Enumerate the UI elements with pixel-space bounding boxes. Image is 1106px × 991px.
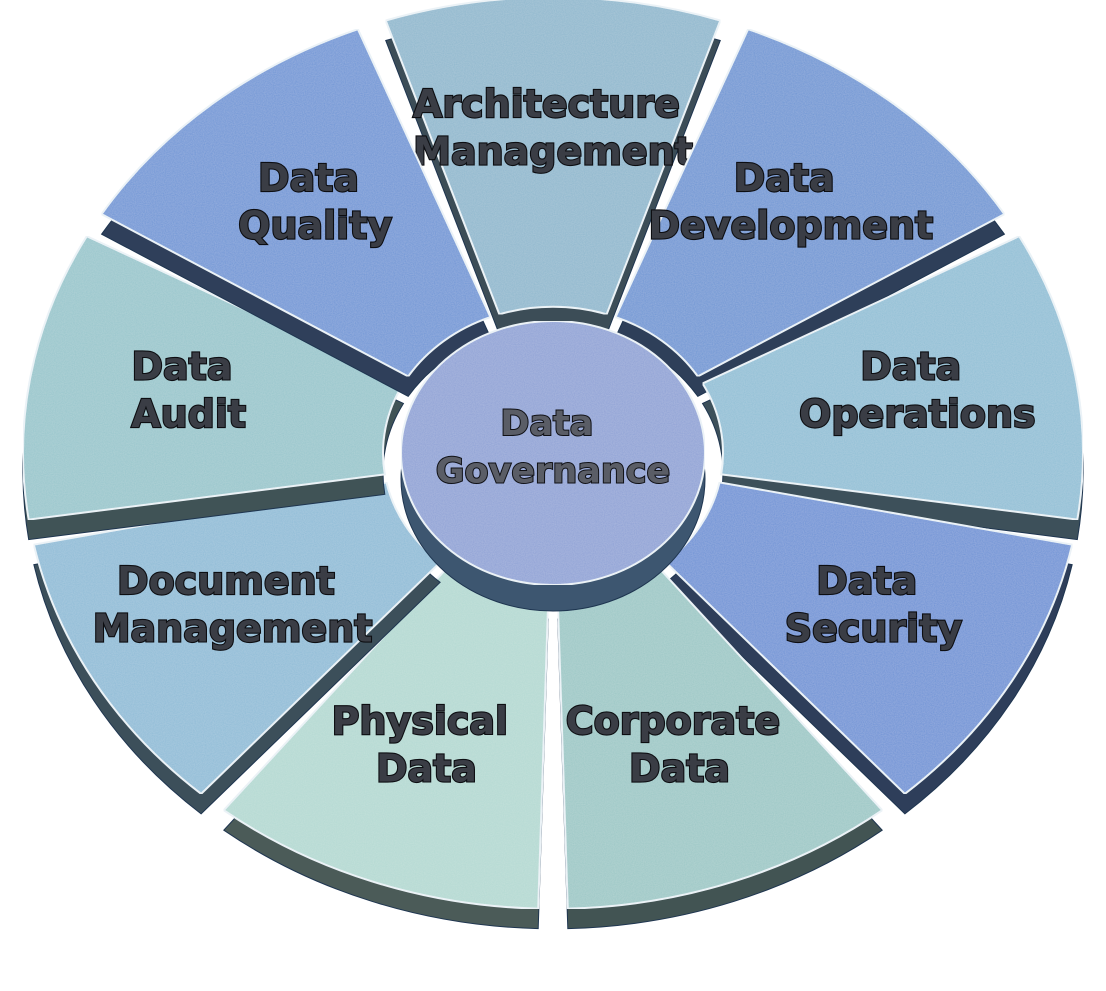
segment-corporate-label: Corporate Data — [566, 699, 794, 791]
segment-document-label-line2: Management — [93, 607, 373, 651]
segment-document-top — [32, 481, 442, 796]
segment-quality-label: Data Quality — [238, 156, 392, 248]
segment-architecture-label: Architecture Management — [413, 82, 693, 174]
center-hub: Data Governance — [400, 320, 706, 612]
segment-data-audit: Data Audit — [22, 234, 405, 541]
segment-data-operations: Data Operations — [701, 234, 1084, 541]
center-hub-label-line1: Data — [500, 404, 593, 444]
segment-development-label: Data Development — [648, 156, 933, 248]
segment-development-label-line1: Data — [734, 156, 835, 200]
segment-architecture-management: Architecture Management — [384, 0, 722, 335]
segment-quality-top — [100, 27, 492, 378]
segment-operations-label-line1: Data — [860, 345, 961, 389]
segment-audit-label-line2: Audit — [131, 392, 246, 436]
segment-quality-label-line1: Data — [258, 156, 359, 200]
segment-audit-label: Data Audit — [131, 345, 246, 437]
segment-corporate-label-line1: Corporate — [566, 699, 780, 743]
segment-architecture-top — [384, 0, 722, 316]
segment-corporate-data: Corporate Data — [556, 566, 884, 930]
center-hub-top — [400, 320, 706, 586]
segment-security-top — [664, 481, 1074, 796]
segment-data-development: Data Development — [614, 27, 1006, 398]
segment-security-label-line1: Data — [816, 559, 917, 603]
segment-data-quality: Data Quality — [100, 27, 492, 398]
segment-audit-top — [22, 234, 405, 521]
segment-development-label-line2: Development — [648, 204, 933, 248]
segment-data-security: Data Security — [664, 481, 1074, 815]
segment-physical-label-line2: Data — [376, 747, 477, 791]
center-hub-label: Data Governance — [436, 404, 671, 491]
center-hub-label-line2: Governance — [436, 451, 671, 491]
segment-operations-label-line2: Operations — [799, 392, 1036, 436]
segment-operations-label: Data Operations — [799, 345, 1036, 437]
segment-architecture-label-line2: Management — [413, 129, 693, 173]
segment-audit-label-line1: Data — [132, 345, 233, 389]
segment-physical-label: Physical Data — [332, 699, 522, 791]
segment-physical-label-line1: Physical — [332, 699, 509, 743]
segment-physical-data: Physical Data — [222, 566, 550, 930]
segment-document-label-line1: Document — [117, 559, 335, 603]
segment-security-label: Data Security — [785, 559, 963, 651]
segment-operations-top — [701, 234, 1084, 521]
segment-quality-label-line2: Quality — [238, 204, 392, 248]
segment-document-management: Document Management — [32, 481, 442, 815]
segment-development-top — [614, 27, 1006, 378]
segment-security-label-line2: Security — [785, 607, 963, 651]
segment-corporate-label-line2: Data — [629, 747, 730, 791]
segment-document-label: Document Management — [93, 559, 373, 651]
segment-architecture-label-line1: Architecture — [413, 82, 680, 126]
